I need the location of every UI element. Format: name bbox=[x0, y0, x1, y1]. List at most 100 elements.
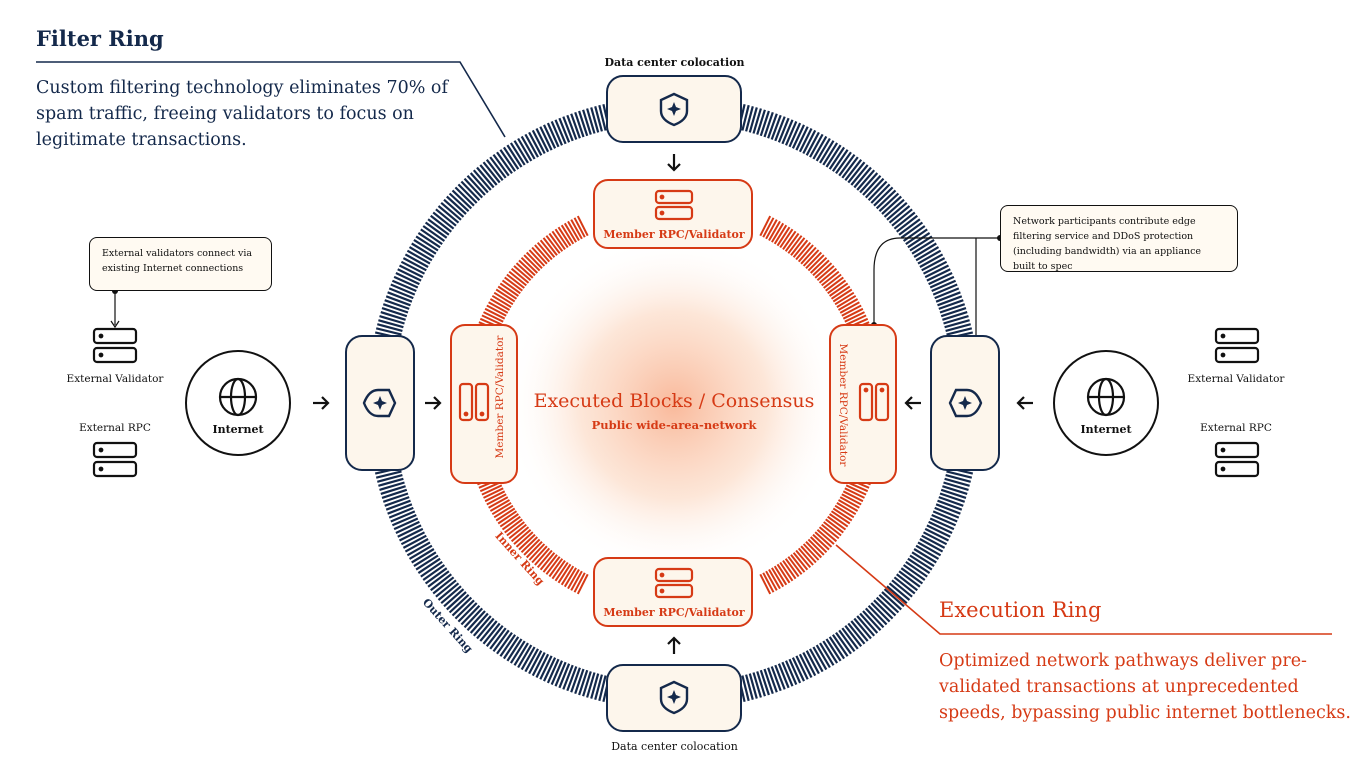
inner-ring-tick bbox=[554, 228, 569, 249]
outer-ring-tick bbox=[798, 653, 813, 678]
outer-ring-tick bbox=[838, 629, 856, 653]
internet-left[interactable] bbox=[185, 350, 291, 456]
outer-ring-tick bbox=[432, 211, 455, 230]
inner-ring-tick bbox=[830, 510, 851, 525]
inner-ring-tick bbox=[834, 291, 855, 306]
outer-ring-tick bbox=[454, 186, 475, 207]
inner-ring-tick bbox=[508, 270, 527, 287]
consensus-subtitle: Public wide-area-network bbox=[591, 418, 757, 432]
inner-ring-tick bbox=[557, 226, 572, 247]
inner-ring-tick bbox=[491, 294, 512, 308]
outer-ring-tick bbox=[517, 137, 533, 162]
inner-ring-tick bbox=[759, 215, 772, 237]
outer-ring-tick bbox=[945, 474, 971, 483]
outer-ring-tick bbox=[420, 228, 443, 246]
outer-ring-tick bbox=[554, 119, 567, 145]
inner-ring-tick bbox=[513, 265, 532, 282]
outer-ring-tick bbox=[870, 183, 891, 204]
outer-ring-tick bbox=[513, 140, 529, 164]
inner-ring-tick bbox=[563, 567, 577, 588]
outer-ring-tick bbox=[395, 272, 420, 286]
filter-appliance-left[interactable] bbox=[345, 335, 415, 471]
outer-ring-tick bbox=[387, 291, 413, 303]
inner-ring-tick bbox=[821, 270, 840, 287]
outer-ring-tick bbox=[822, 142, 839, 166]
outer-ring-tick bbox=[427, 218, 450, 236]
outer-ring-tick bbox=[402, 534, 427, 549]
outer-ring-tick bbox=[873, 599, 894, 620]
inner-ring-tick bbox=[536, 549, 553, 569]
outer-ring-tick bbox=[598, 675, 607, 702]
inner-ring-tick bbox=[557, 563, 572, 584]
note-connector-member bbox=[873, 237, 1000, 325]
member-left[interactable] bbox=[450, 324, 518, 484]
inner-ring-tick bbox=[839, 496, 860, 509]
inner-ring-tick bbox=[534, 244, 551, 263]
inner-ring-tick bbox=[784, 558, 800, 578]
outer-ring-tick bbox=[883, 588, 905, 608]
outer-ring-tick bbox=[528, 650, 543, 675]
inner-ring-tick bbox=[818, 267, 838, 284]
outer-ring-tick bbox=[531, 651, 546, 677]
outer-ring-tick bbox=[466, 175, 486, 196]
inner-ring-tick bbox=[515, 262, 534, 279]
outer-ring-tick bbox=[443, 588, 465, 608]
data-center-top[interactable] bbox=[606, 75, 742, 143]
outer-ring-tick bbox=[741, 675, 750, 702]
inner-ring-tick bbox=[776, 226, 791, 247]
outer-ring-tick bbox=[886, 201, 908, 221]
inner-ring-tick bbox=[787, 235, 803, 254]
outer-ring-tick bbox=[451, 596, 473, 617]
member-bottom[interactable] bbox=[593, 557, 753, 627]
outer-ring-tick bbox=[524, 133, 539, 158]
member-bottom-label: Member RPC/Validator bbox=[603, 606, 745, 619]
outer-ring-tick bbox=[539, 126, 553, 151]
outer-ring-tick bbox=[502, 636, 520, 660]
outer-ring-tick bbox=[590, 107, 600, 133]
outer-ring-tick bbox=[562, 116, 574, 142]
inner-ring-tick bbox=[570, 570, 583, 591]
inner-ring-tick bbox=[810, 256, 828, 274]
inner-ring-tick bbox=[484, 307, 506, 320]
member-top[interactable] bbox=[593, 179, 753, 249]
outer-ring-tick bbox=[377, 323, 403, 332]
inner-ring-tick bbox=[497, 285, 518, 300]
outer-ring-tick bbox=[841, 627, 859, 650]
outer-ring-tick bbox=[777, 663, 790, 689]
inner-ring-tick bbox=[493, 291, 514, 306]
outer-ring-tick bbox=[482, 161, 501, 184]
member-right[interactable] bbox=[829, 324, 897, 484]
server-icon bbox=[458, 382, 490, 422]
outer-ring-tick bbox=[928, 272, 953, 286]
filter-appliance-right[interactable] bbox=[930, 335, 1000, 471]
outer-ring-tick bbox=[582, 671, 592, 697]
outer-ring-tick bbox=[741, 104, 750, 131]
internet-right[interactable] bbox=[1053, 350, 1159, 456]
outer-ring-tick bbox=[539, 655, 553, 680]
inner-ring-tick bbox=[523, 254, 541, 272]
outer-ring-tick bbox=[919, 253, 944, 268]
outer-ring-tick bbox=[886, 585, 908, 605]
filter-ring-title: Filter Ring bbox=[36, 26, 164, 51]
inner-ring-tick bbox=[790, 237, 806, 256]
data-center-bottom[interactable] bbox=[606, 664, 742, 732]
outer-ring-tick bbox=[784, 660, 798, 686]
outer-ring-tick bbox=[900, 567, 924, 585]
data-center-bottom-label: Data center colocation bbox=[611, 740, 738, 753]
consensus-glow bbox=[504, 235, 844, 575]
outer-ring-tick bbox=[381, 488, 408, 499]
outer-ring-tick bbox=[883, 198, 905, 218]
inner-ring-tick bbox=[486, 493, 507, 506]
inner-ring-tick bbox=[795, 549, 812, 569]
inner-ring-tick bbox=[515, 531, 534, 548]
outer-ring-tick bbox=[862, 175, 882, 196]
shield-star-icon bbox=[948, 388, 983, 418]
outer-ring-tick bbox=[841, 156, 859, 179]
inner-ring-tick bbox=[483, 487, 504, 499]
inner-ring-tick bbox=[567, 569, 580, 590]
outer-ring-tick bbox=[932, 510, 958, 523]
outer-ring-tick bbox=[570, 667, 581, 693]
outer-ring-tick bbox=[915, 544, 940, 560]
outer-ring-tick bbox=[574, 111, 585, 138]
inner-ring-tick bbox=[570, 219, 583, 240]
